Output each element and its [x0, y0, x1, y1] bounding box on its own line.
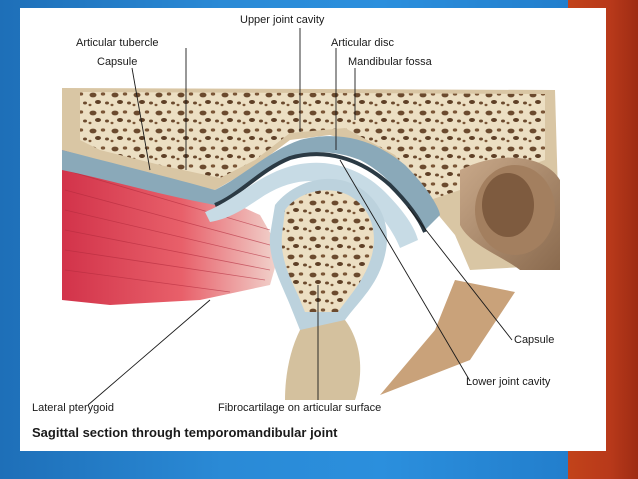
label-mandibular-fossa: Mandibular fossa: [348, 56, 432, 68]
label-upper-joint-cavity: Upper joint cavity: [240, 14, 325, 26]
label-fibrocartilage: Fibrocartilage on articular surface: [218, 402, 382, 414]
mandible-neck: [285, 320, 361, 400]
condyle-cancellous-bone: [281, 190, 374, 312]
label-articular-tubercle: Articular tubercle: [76, 37, 159, 49]
styloid-process: [380, 280, 515, 395]
leader-lines: [87, 28, 513, 406]
label-articular-disc: Articular disc: [331, 37, 394, 49]
label-capsule-top: Capsule: [97, 56, 138, 68]
lateral-pterygoid-muscle: [62, 150, 280, 305]
articular-disc-shape: [205, 162, 418, 248]
label-lateral-pterygoid: Lateral pterygoid: [32, 402, 114, 414]
label-lower-joint-cavity: Lower joint cavity: [466, 376, 551, 388]
label-capsule-right: Capsule: [514, 334, 555, 346]
temporal-cancellous-bone: [80, 92, 545, 200]
joint-capsule: [62, 136, 440, 230]
figure-caption: Sagittal section through temporomandibul…: [32, 425, 338, 440]
